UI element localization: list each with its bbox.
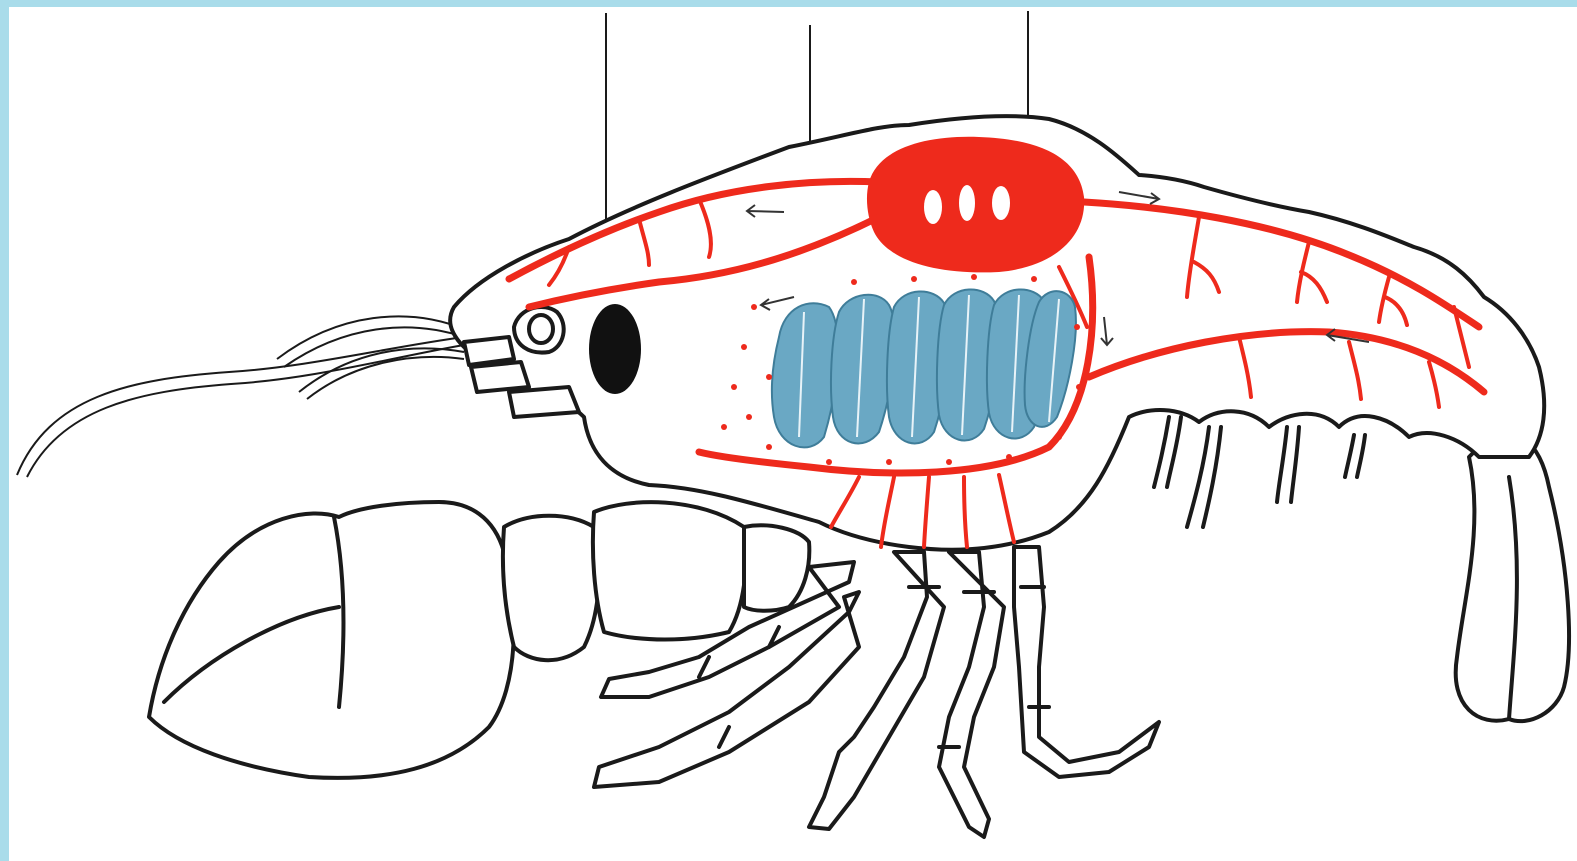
swimmerets bbox=[1154, 417, 1365, 527]
gill-1 bbox=[772, 303, 838, 447]
mouthpart-1 bbox=[464, 337, 514, 365]
mouthpart-3 bbox=[509, 387, 579, 417]
swimmeret-4b bbox=[1357, 435, 1365, 477]
antennule-2b bbox=[307, 357, 464, 399]
tail-fan bbox=[1456, 434, 1569, 722]
swimmeret-3 bbox=[1277, 427, 1287, 502]
swimmeret-4 bbox=[1345, 435, 1354, 477]
mouthpart-2 bbox=[471, 362, 529, 392]
carpus bbox=[503, 516, 599, 660]
eye-icon bbox=[589, 304, 641, 394]
merus bbox=[593, 502, 746, 639]
heart-icon bbox=[867, 137, 1084, 273]
crayfish-circulatory-diagram bbox=[9, 7, 1577, 861]
antennule-2 bbox=[299, 348, 464, 392]
diagram-frame bbox=[9, 7, 1577, 861]
claw-palm bbox=[149, 502, 514, 778]
long-antenna-inner bbox=[27, 345, 464, 477]
swimmeret-3b bbox=[1291, 427, 1299, 502]
ischium bbox=[744, 525, 809, 610]
swimmeret-1 bbox=[1154, 417, 1169, 487]
antennule-1b bbox=[284, 327, 464, 367]
antennae bbox=[17, 316, 464, 477]
leg-5 bbox=[1014, 547, 1159, 777]
leg-4 bbox=[939, 552, 1004, 837]
